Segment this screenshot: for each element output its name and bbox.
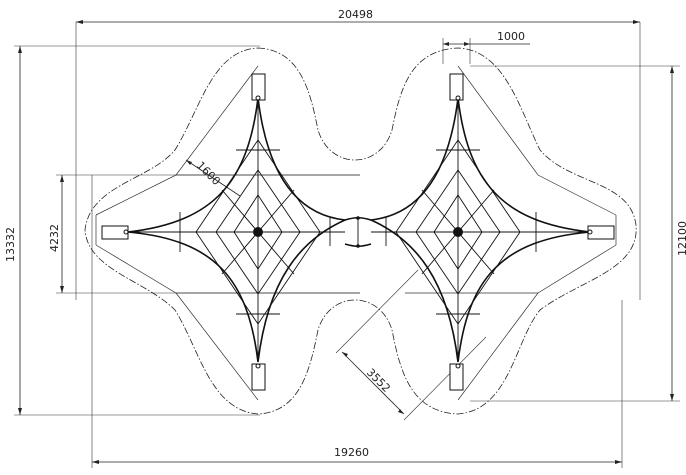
dim-right-height-label: 12100 <box>676 221 686 256</box>
dim-top-overall-label: 20498 <box>338 8 373 21</box>
net-bridge <box>344 216 372 248</box>
dim-clearance-radius-label: 1600 <box>194 159 223 188</box>
frame-outline <box>95 65 617 401</box>
dim-diagonal: 3552 <box>335 269 487 421</box>
safety-zone-outline <box>84 47 637 415</box>
posts <box>101 73 615 391</box>
dim-post-spacing: 1000 <box>442 30 530 64</box>
dim-clearance-radius: 1600 <box>185 159 241 197</box>
dim-left-overall: 13332 <box>4 45 260 416</box>
dim-inner-height: 4232 <box>48 174 360 294</box>
dim-bottom-overall: 19260 <box>91 175 623 468</box>
dim-diagonal-label: 3552 <box>364 366 393 395</box>
dim-right-height: 12100 <box>470 65 686 402</box>
net-left-star <box>127 97 349 363</box>
dim-bottom-overall-label: 19260 <box>334 446 369 459</box>
dim-post-spacing-label: 1000 <box>497 30 525 43</box>
net-right-star <box>367 97 591 363</box>
dim-inner-height-label: 4232 <box>48 224 61 252</box>
dim-left-overall-label: 13332 <box>4 227 17 262</box>
dim-top-overall: 20498 <box>75 8 641 300</box>
